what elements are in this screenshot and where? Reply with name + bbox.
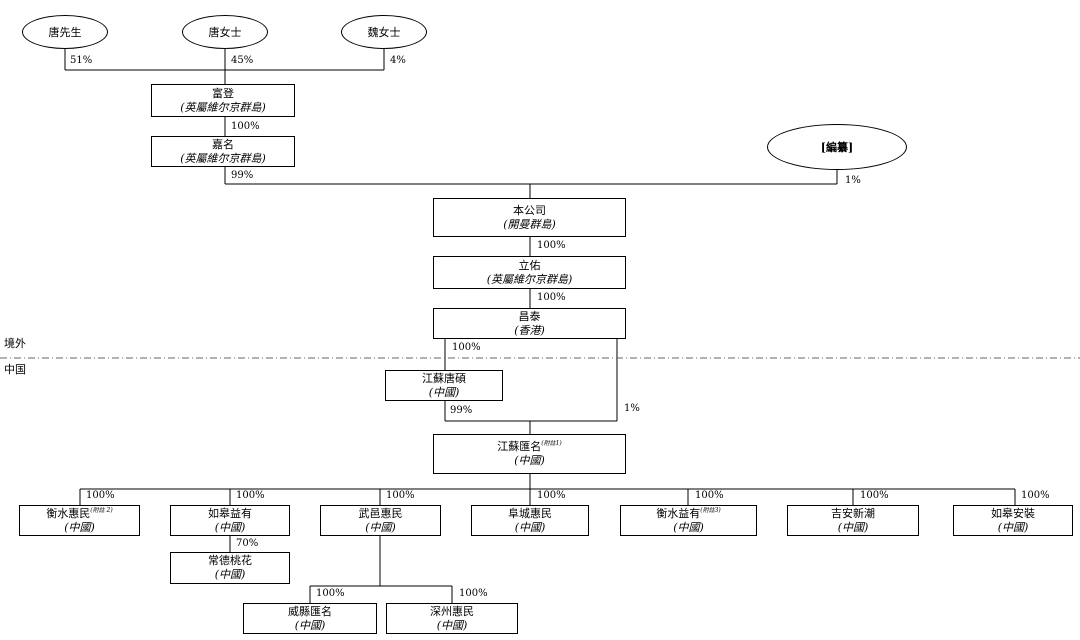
entity-company-name: 本公司 [513,203,546,217]
entity-fucheng-huimin: 阜城惠民 (中國) [471,505,589,536]
entity-fudeng: 富登 (英屬維尔京群島) [151,84,295,117]
shareholder-wei-ms-label: 魏女士 [367,26,401,39]
pct-jian-xinchao: 100% [860,490,889,501]
entity-liyou-name: 立佑 [518,258,541,272]
entity-weixian-huiming: 威縣匯名 (中國) [243,603,377,634]
entity-tangshuo: 江蘇唐碩 (中國) [385,370,503,401]
entity-huiming-note: (附註1) [541,440,562,447]
entity-changtai-jurisdiction: (香港) [514,323,545,337]
entity-rugao-anzhuang-jurisdiction: (中國) [997,520,1029,534]
pct-jiaming-company: 99% [231,170,254,181]
pct-weixian-huiming: 100% [316,588,345,599]
pct-fudeng-jiaming: 100% [231,121,260,132]
entity-huiming: 江蘇匯名(附註1) (中國) [433,434,626,474]
entity-company-jurisdiction: (開曼群島) [503,217,556,231]
entity-changde-taohua-jurisdiction: (中國) [214,568,246,581]
entity-huiming-title: 江蘇匯名(附註1) [497,440,562,454]
entity-fucheng-huimin-jurisdiction: (中國) [514,520,546,534]
shareholder-tang-ms-label: 唐女士 [208,26,242,39]
shareholder-tang-ms: 唐女士 [182,15,268,49]
pct-hengshui-huimin: 100% [86,490,115,501]
entity-hengshui-huimin-name: 衡水惠民 [46,506,91,520]
pct-rugao-yiyou: 100% [236,490,265,501]
entity-shenzhou-huimin: 深州惠民 (中國) [386,603,518,634]
pct-changtai-tangshuo: 100% [452,342,481,353]
entity-wuyi-huimin-name: 武邑惠民 [358,506,403,520]
entity-hengshui-huimin-jurisdiction: (中國) [64,520,95,534]
pct-rugao-anzhuang: 100% [1021,490,1050,501]
shareholder-wei-ms: 魏女士 [341,15,427,49]
entity-weixian-huiming-jurisdiction: (中國) [294,618,326,632]
entity-company: 本公司 (開曼群島) [433,198,626,237]
entity-hengshui-huimin-title: 衡水惠民(附註 2) [46,507,112,521]
entity-changtai: 昌泰 (香港) [433,308,626,339]
entity-fucheng-huimin-name: 阜城惠民 [508,506,552,520]
entity-changtai-name: 昌泰 [518,309,541,323]
shareholder-redacted-label: [編纂] [820,141,854,154]
entity-changde-taohua-name: 常德桃花 [208,554,252,567]
entity-jiaming-name: 嘉名 [212,137,234,151]
entity-tangshuo-name: 江蘇唐碩 [422,371,466,385]
pct-hengshui-yiyou: 100% [695,490,724,501]
entity-rugao-yiyou-name: 如皋益有 [208,506,252,520]
pct-tang-mr: 51% [70,55,93,66]
entity-jian-xinchao-name: 吉安新潮 [831,506,875,520]
region-label-offshore: 境外 [4,337,26,350]
entity-hengshui-yiyou-title: 衡水益有(附註3) [656,507,721,521]
pct-wei-ms: 4% [390,55,406,66]
entity-liyou-jurisdiction: (英屬維尔京群島) [486,272,573,286]
entity-rugao-yiyou-jurisdiction: (中國) [214,520,246,534]
entity-hengshui-huimin: 衡水惠民(附註 2) (中國) [19,505,140,536]
pct-tang-ms: 45% [231,55,254,66]
shareholder-redacted: [編纂] [767,124,907,170]
entity-hengshui-yiyou-name: 衡水益有 [656,506,701,520]
shareholder-tang-mr-label: 唐先生 [48,26,82,39]
shareholder-tang-mr: 唐先生 [22,15,108,49]
pct-tangshuo-huiming: 99% [450,405,473,416]
entity-rugao-yiyou: 如皋益有 (中國) [170,505,290,536]
pct-redacted-company: 1% [845,175,861,186]
entity-hengshui-yiyou: 衡水益有(附註3) (中國) [620,505,757,536]
entity-jian-xinchao-jurisdiction: (中國) [837,520,869,534]
entity-wuyi-huimin-jurisdiction: (中國) [365,520,396,534]
entity-huiming-name: 江蘇匯名 [497,440,542,453]
entity-fudeng-jurisdiction: (英屬維尔京群島) [180,100,266,114]
entity-hengshui-yiyou-note: (附註3) [700,506,721,514]
entity-jiaming: 嘉名 (英屬維尔京群島) [151,136,295,167]
pct-liyou-changtai: 100% [537,292,566,303]
pct-changtai-huiming: 1% [624,403,640,414]
entity-tangshuo-jurisdiction: (中國) [428,385,460,399]
region-label-prc: 中国 [4,363,26,376]
entity-changde-taohua: 常德桃花 (中國) [170,552,290,584]
entity-huiming-jurisdiction: (中國) [514,454,545,467]
entity-shenzhou-huimin-name: 深州惠民 [430,604,474,618]
pct-fucheng-huimin: 100% [537,490,566,501]
pct-company-liyou: 100% [537,240,566,251]
entity-jiaming-jurisdiction: (英屬維尔京群島) [180,151,266,165]
entity-shenzhou-huimin-jurisdiction: (中國) [436,618,468,632]
entity-jian-xinchao: 吉安新潮 (中國) [787,505,919,536]
entity-fudeng-name: 富登 [212,86,234,100]
pct-wuyi-huimin: 100% [386,490,415,501]
entity-weixian-huiming-name: 威縣匯名 [288,604,332,618]
entity-hengshui-yiyou-jurisdiction: (中國) [673,520,704,534]
entity-hengshui-huimin-note: (附註 2) [90,506,113,514]
pct-changde-taohua: 70% [236,538,259,549]
pct-shenzhou-huimin: 100% [459,588,488,599]
entity-liyou: 立佑 (英屬維尔京群島) [433,256,626,289]
entity-rugao-anzhuang-name: 如皋安裝 [991,506,1035,520]
entity-wuyi-huimin: 武邑惠民 (中國) [320,505,441,536]
entity-rugao-anzhuang: 如皋安裝 (中國) [953,505,1073,536]
